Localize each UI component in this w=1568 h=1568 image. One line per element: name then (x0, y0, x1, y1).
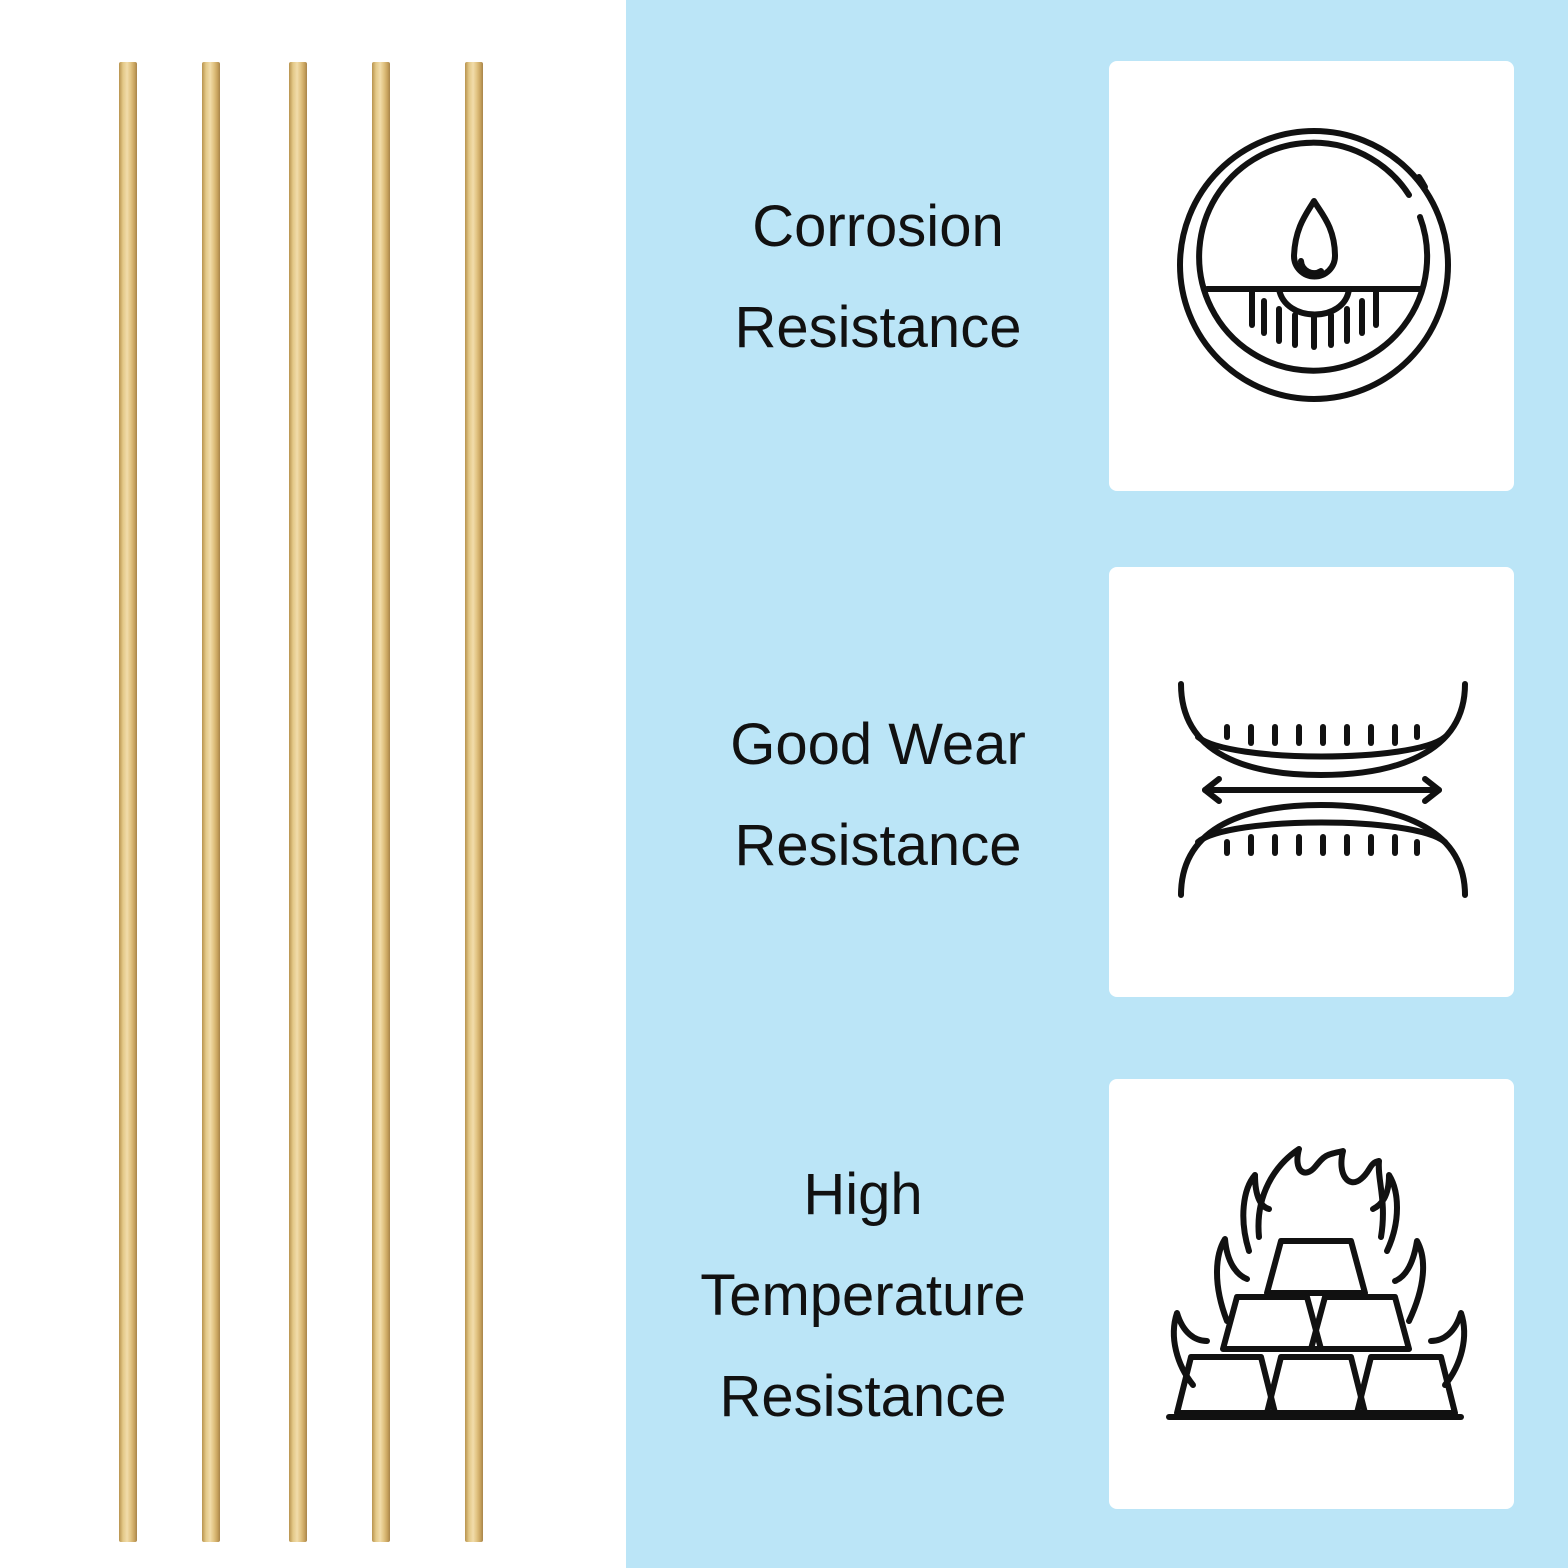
wear-icon-card (1109, 567, 1514, 997)
brass-rod (119, 62, 137, 1542)
water-drop-circle-icon (1177, 128, 1451, 402)
brass-rod (465, 62, 483, 1542)
flame-gold-bars-icon (1166, 1146, 1468, 1420)
temperature-icon-card (1109, 1079, 1514, 1509)
brass-rod (202, 62, 220, 1542)
brass-rod (372, 62, 390, 1542)
feature-line: Resistance (734, 813, 1022, 878)
feature-line: Good Wear (730, 712, 1026, 777)
feature-line: Corrosion (752, 194, 1004, 259)
friction-surfaces-icon (1178, 681, 1468, 898)
feature-temperature-resistance-label: High Temperature Resistance (653, 1144, 1073, 1447)
brass-rod (289, 62, 307, 1542)
feature-line: High (803, 1162, 923, 1227)
product-image-panel (0, 0, 626, 1568)
feature-line: Resistance (719, 1364, 1007, 1429)
feature-corrosion-resistance-label: Corrosion Resistance (668, 176, 1088, 378)
feature-line: Resistance (734, 295, 1022, 360)
feature-wear-resistance-label: Good Wear Resistance (668, 694, 1088, 896)
corrosion-icon-card (1109, 61, 1514, 491)
feature-line: Temperature (700, 1263, 1026, 1328)
